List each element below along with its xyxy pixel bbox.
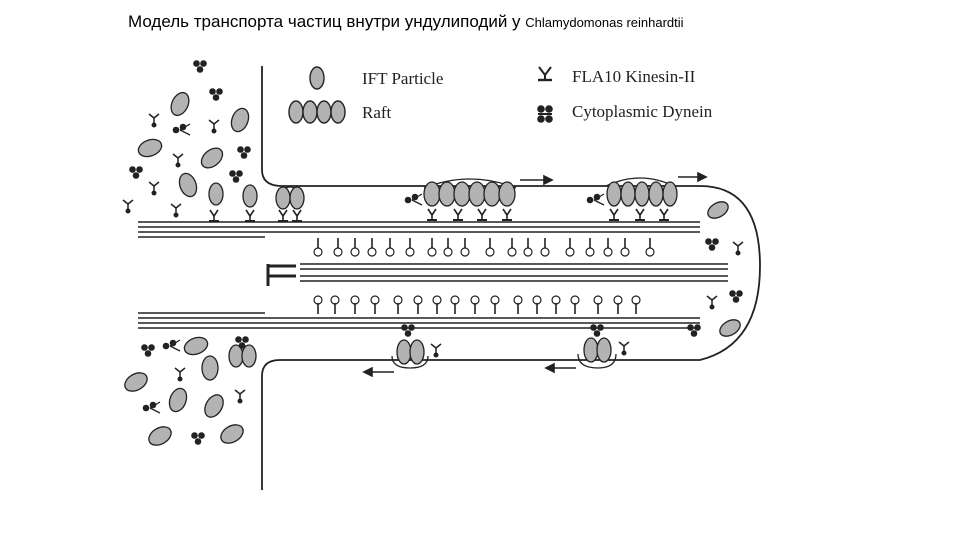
legend-kinesin: FLA10 Kinesin-II: [538, 66, 696, 86]
slide-title: Модель транспорта частиц внутри ундулипо…: [128, 12, 684, 32]
anterograde-raft-distal: [586, 177, 678, 221]
central-pair: [300, 263, 728, 282]
legend-label-kinesin: FLA10 Kinesin-II: [572, 67, 696, 86]
retrograde-raft-middle: [391, 324, 442, 369]
cytoplasmic-pool-lower: [124, 336, 246, 446]
anterograde-arrows: [520, 171, 708, 186]
legend-dynein: Cytoplasmic Dynein: [537, 102, 713, 123]
retrograde-arrows: [362, 362, 576, 378]
ift-particle-symbol: [309, 66, 325, 90]
flagellar-tip-components: [687, 201, 744, 337]
legend-label-ift-particle: IFT Particle: [362, 69, 443, 88]
slide-title-main: Модель транспорта частиц внутри ундулипо…: [128, 12, 521, 31]
kinesin-symbol: [538, 66, 552, 82]
retrograde-raft-distal: [577, 324, 630, 369]
legend-label-raft: Raft: [362, 103, 392, 122]
raft-symbol: [288, 100, 346, 124]
microtubule-doublet-top: [138, 221, 700, 238]
legend-label-dynein: Cytoplasmic Dynein: [572, 102, 713, 121]
retrograde-raft-basal: [228, 336, 257, 368]
anterograde-raft-basal: [208, 182, 305, 222]
membrane: [261, 66, 761, 490]
radial-spokes-top: [313, 237, 655, 257]
basal-body: [266, 264, 296, 286]
radial-spokes-bottom: [313, 295, 641, 315]
legend-raft: Raft: [288, 100, 392, 124]
legend: IFT Particle Raft FLA10 Kinesin-II: [288, 66, 713, 124]
cytoplasmic-pool-upper: [122, 60, 251, 219]
microtubule-doublet-bottom: [138, 312, 700, 329]
dynein-symbol: [537, 105, 553, 123]
anterograde-raft-middle: [404, 178, 517, 221]
legend-ift-particle: IFT Particle: [309, 66, 443, 90]
slide-title-species: Chlamydomonas reinhardtii: [525, 15, 684, 30]
